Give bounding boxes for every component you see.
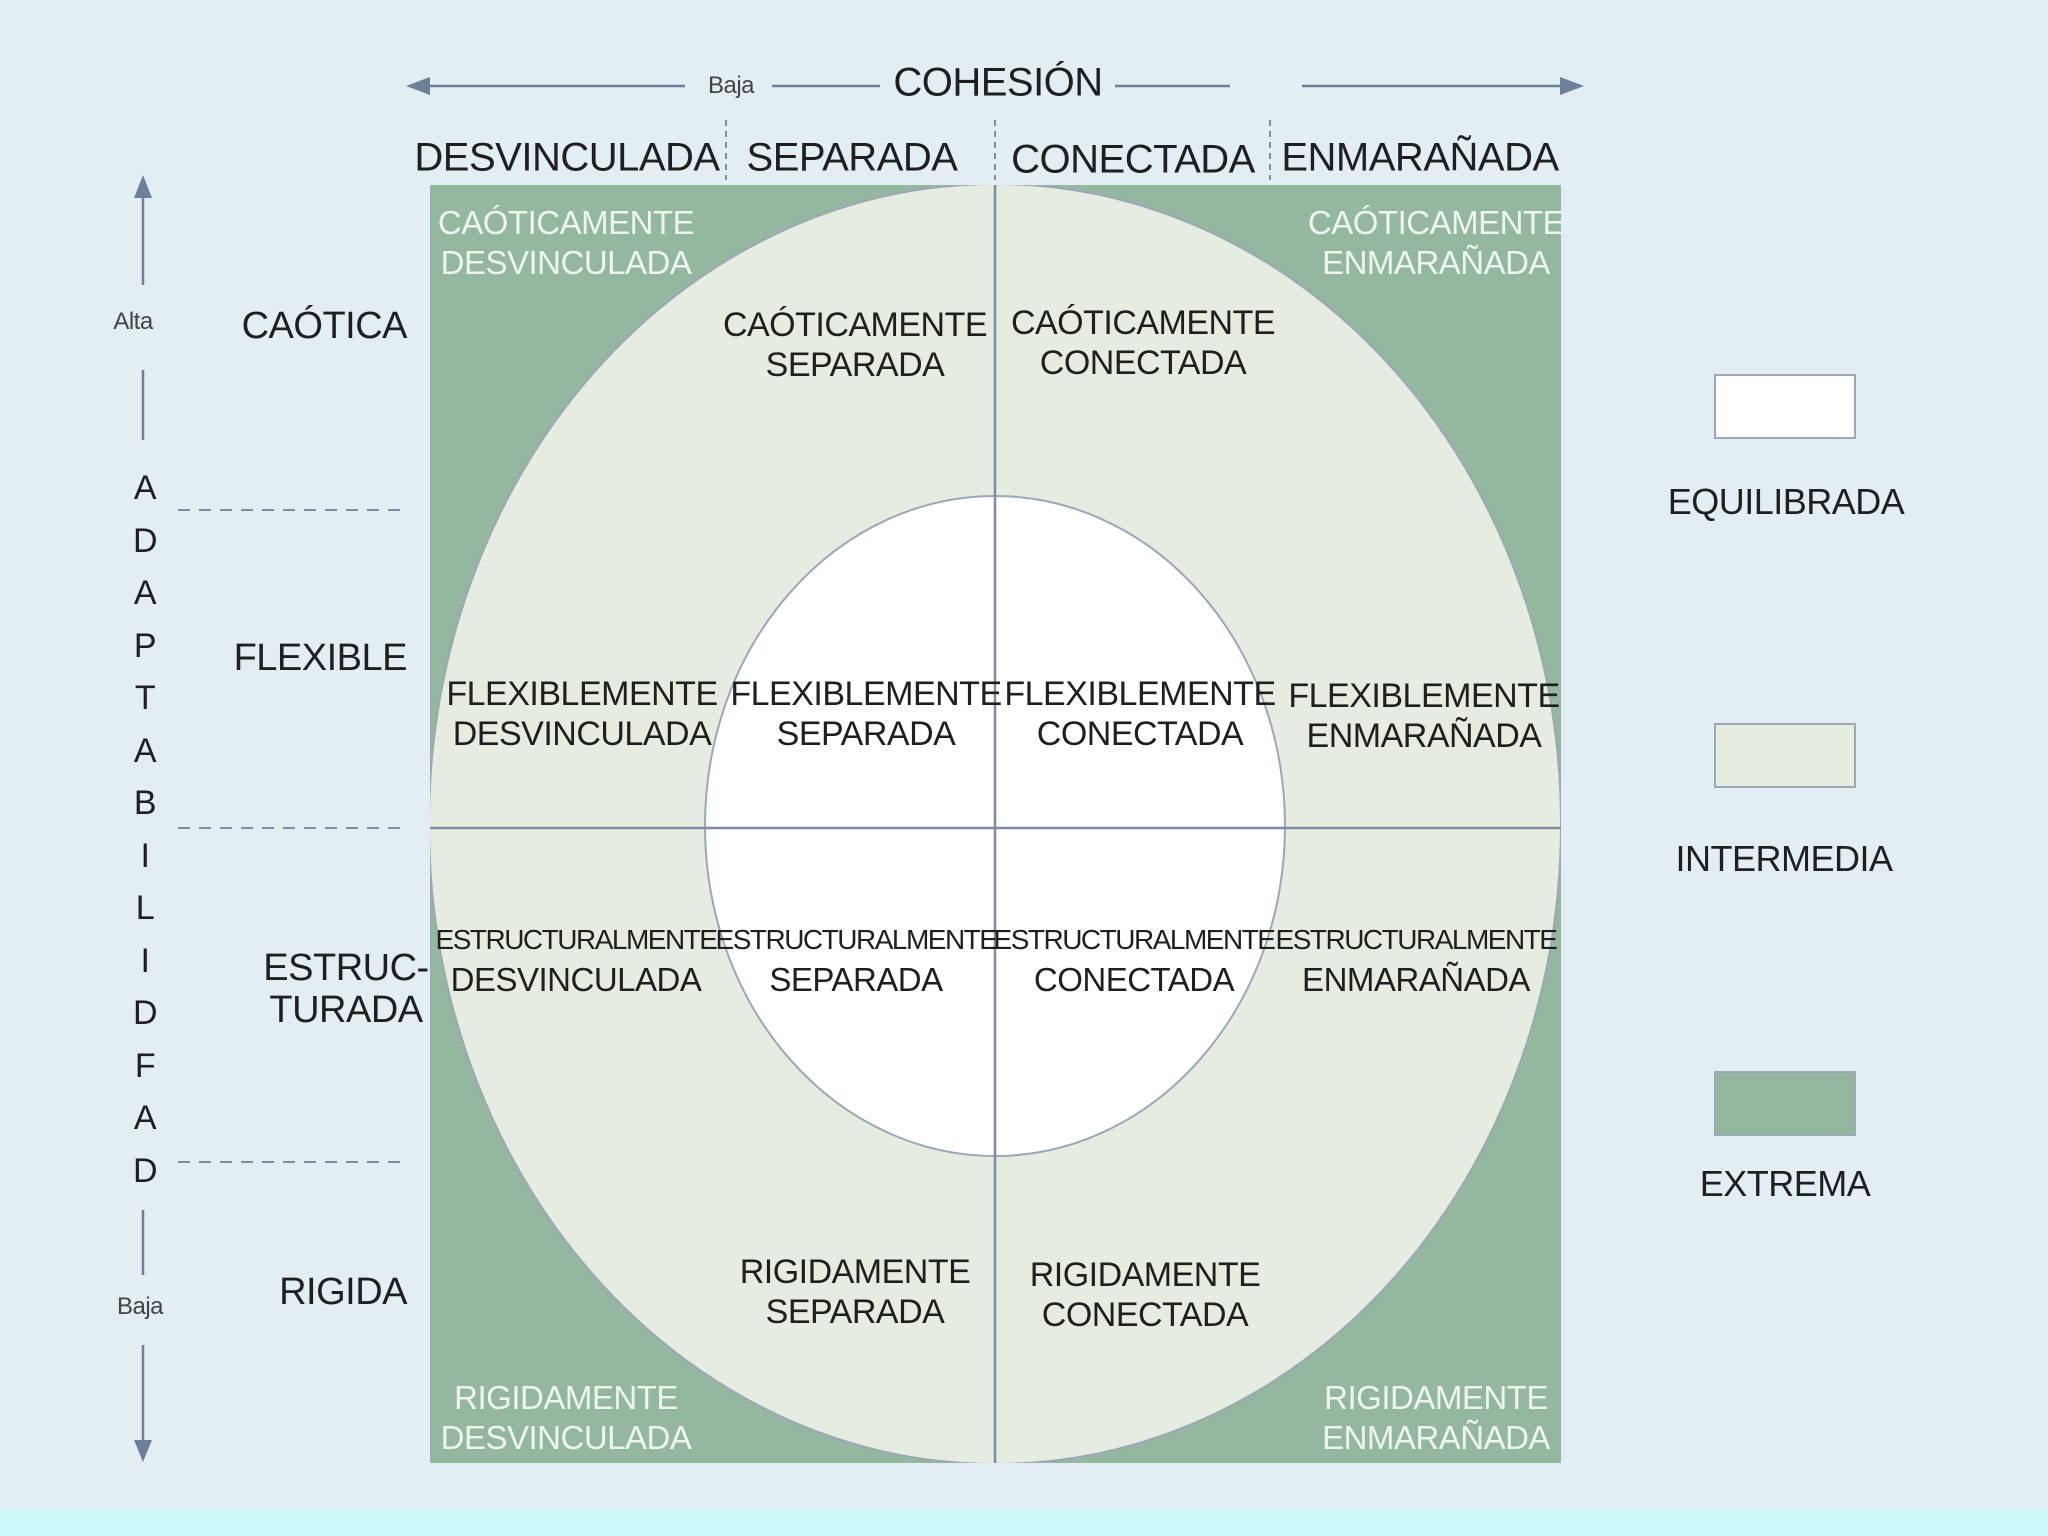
cell-caoticamente-conectada: CAÓTICAMENTE CONECTADA bbox=[1010, 304, 1276, 382]
adapt-letter: A bbox=[133, 469, 157, 507]
cell-rigidamente-separada: RIGIDAMENTE SEPARADA bbox=[739, 1253, 971, 1331]
corner-caotica-desvinculada: CAÓTICAMENTE DESVINCULADA bbox=[437, 204, 695, 281]
adaptabilidad-vertical-title: A D A P T A B I L I D F A D bbox=[125, 462, 165, 1197]
cohesion-arrow-left-head bbox=[406, 77, 430, 95]
cell-estructuralmente-desvinculada: ESTRUCTURALMENTE DESVINCULADA bbox=[435, 924, 718, 998]
legend-label-intermedia: INTERMEDIA bbox=[1675, 838, 1893, 879]
adapt-letter: L bbox=[135, 889, 155, 927]
adapt-letter: A bbox=[133, 1099, 157, 1137]
cohesion-arrow-right-head bbox=[1560, 77, 1584, 95]
corner-rigida-desvinculada: RIGIDAMENTE DESVINCULADA bbox=[440, 1379, 692, 1456]
adapt-letter: P bbox=[133, 626, 157, 665]
column-header-conectada: CONECTADA bbox=[1011, 137, 1255, 182]
cell-estructuralmente-enmaranada: ESTRUCTURALMENTE ENMARAÑADA bbox=[1275, 924, 1558, 998]
cell-estructuralmente-separada: ESTRUCTURALMENTE SEPARADA bbox=[715, 924, 998, 998]
row-header-flexible: FLEXIBLE bbox=[233, 637, 408, 679]
legend-label-equilibrada: EQUILIBRADA bbox=[1667, 481, 1905, 522]
legend-swatch-equilibrada bbox=[1714, 374, 1856, 439]
adapt-high-label: Alta bbox=[113, 308, 153, 335]
row-header-caotica: CAÓTICA bbox=[241, 305, 408, 347]
adapt-letter: D bbox=[132, 521, 158, 560]
bottom-band bbox=[0, 1510, 2048, 1536]
adapt-letter: D bbox=[132, 994, 158, 1032]
cell-flexiblemente-separada: FLEXIBLEMENTE SEPARADA bbox=[730, 675, 1002, 753]
legend-label-extrema: EXTREMA bbox=[1699, 1163, 1871, 1204]
cell-flexiblemente-enmaranada: FLEXIBLEMENTE ENMARAÑADA bbox=[1288, 677, 1560, 755]
cohesion-low-label: Baja bbox=[707, 72, 755, 99]
adapt-arrow-bottom-head bbox=[134, 1440, 152, 1462]
legend-swatch-intermedia bbox=[1714, 723, 1856, 788]
adapt-arrow-top-head bbox=[134, 175, 152, 198]
cell-caoticamente-separada: CAÓTICAMENTE SEPARADA bbox=[722, 306, 988, 384]
adapt-low-label: Baja bbox=[116, 1293, 164, 1320]
corner-rigida-enmaranada: RIGIDAMENTE ENMARAÑADA bbox=[1322, 1379, 1550, 1456]
adapt-letter: I bbox=[140, 941, 150, 980]
adapt-letter: D bbox=[132, 1151, 158, 1190]
cohesion-title: COHESIÓN bbox=[893, 60, 1103, 105]
column-header-separada: SEPARADA bbox=[746, 135, 958, 180]
adapt-letter: F bbox=[134, 1046, 156, 1085]
adapt-letter: T bbox=[134, 679, 156, 717]
adapt-letter: I bbox=[140, 836, 150, 875]
row-header-estructurada: ESTRUC- TURADA bbox=[263, 947, 429, 1031]
corner-caotica-enmaranada: CAÓTICAMENTE ENMARAÑADA bbox=[1307, 204, 1565, 281]
cell-estructuralmente-conectada: ESTRUCTURALMENTE CONECTADA bbox=[993, 924, 1276, 998]
column-header-enmaranada: ENMARAÑADA bbox=[1281, 135, 1559, 180]
cell-rigidamente-conectada: RIGIDAMENTE CONECTADA bbox=[1029, 1256, 1261, 1334]
legend-swatch-extrema bbox=[1714, 1071, 1856, 1136]
cell-flexiblemente-desvinculada: FLEXIBLEMENTE DESVINCULADA bbox=[446, 675, 718, 753]
cell-flexiblemente-conectada: FLEXIBLEMENTE CONECTADA bbox=[1004, 675, 1276, 753]
column-header-desvinculada: DESVINCULADA bbox=[414, 135, 720, 180]
adapt-letter: B bbox=[133, 784, 157, 822]
row-header-rigida: RIGIDA bbox=[279, 1271, 407, 1313]
adapt-letter: A bbox=[133, 731, 157, 770]
adapt-letter: A bbox=[133, 574, 157, 612]
